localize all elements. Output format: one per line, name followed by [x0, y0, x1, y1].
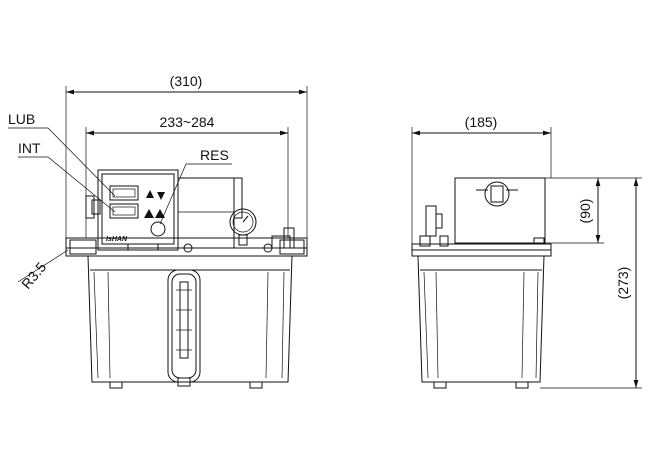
lub-display: [109, 185, 139, 201]
corner-radius-label: R3.5: [18, 259, 49, 292]
top-height-dimension: (90): [545, 177, 604, 244]
top-height-label: (90): [577, 199, 593, 224]
overall-height-dimension: (273): [540, 177, 642, 389]
left-fittings: [85, 195, 101, 219]
overall-depth-dimension: (185): [411, 114, 552, 248]
mount-width-dimension: 233~284: [85, 114, 289, 238]
up-arrow-icon: [144, 209, 154, 218]
foot: [249, 381, 263, 389]
mounting-slot: [69, 239, 97, 255]
side-reservoir: [417, 255, 545, 389]
reset-button: [150, 221, 166, 237]
int-label: INT: [18, 140, 41, 156]
up-arrow-icon: [155, 209, 165, 218]
side-gauge: [419, 205, 449, 247]
overall-width-dimension: (310): [65, 73, 308, 238]
corner-radius-leader: [17, 249, 69, 283]
foot: [515, 381, 529, 389]
int-display: [109, 203, 139, 219]
lub-label: LUB: [8, 111, 35, 127]
base-plate: [65, 237, 308, 257]
foot: [433, 381, 447, 389]
side-base-plate: [411, 237, 552, 257]
reservoir-tank: [87, 255, 293, 389]
brand-label: IsHAN: [106, 236, 128, 243]
pressure-gauge: [229, 208, 257, 246]
foot: [109, 381, 123, 389]
down-arrow-icon: [157, 192, 165, 200]
res-leader: [159, 163, 232, 225]
motor-cap: [484, 181, 510, 207]
side-motor: [454, 177, 546, 244]
side-view: (185) (90) (273): [411, 114, 642, 389]
res-label: RES: [200, 147, 229, 163]
overall-width-label: (310): [170, 73, 203, 89]
overall-height-label: (273): [615, 267, 631, 300]
int-leader: [18, 156, 116, 213]
mounting-slot: [279, 239, 305, 255]
lub-leader: [8, 127, 116, 197]
oil-level-gauge: [167, 269, 201, 387]
mount-width-label: 233~284: [160, 114, 215, 130]
front-view: (310) 233~284 LUB INT RES R3.5: [8, 73, 308, 389]
overall-depth-label: (185): [465, 114, 498, 130]
up-arrow-icon: [146, 190, 154, 198]
